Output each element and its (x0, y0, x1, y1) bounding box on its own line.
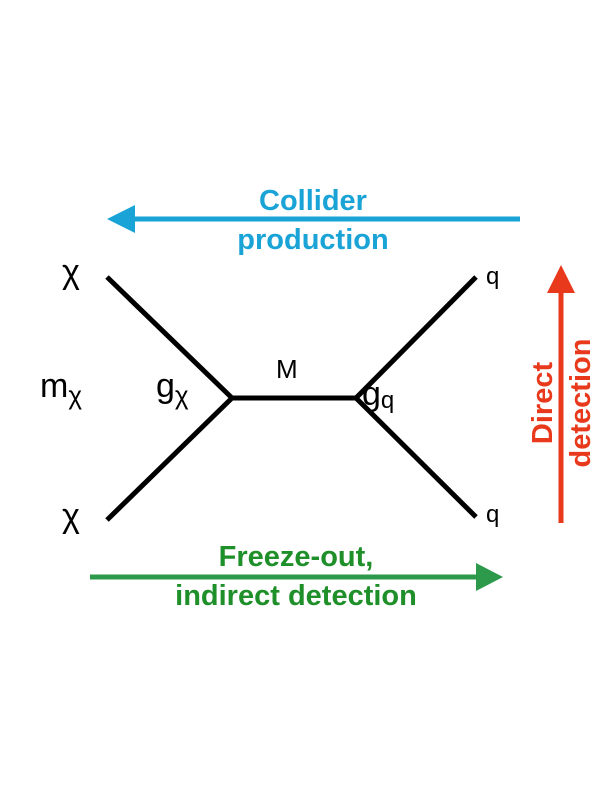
quark-line-bottom (354, 396, 478, 519)
freezeout-label-line2: indirect detection (175, 580, 417, 612)
dm-mass-label: mχ (40, 367, 82, 410)
direct-detection-label: Direct detection (527, 339, 597, 468)
q-bottom-label: q (486, 501, 499, 528)
collider-label-line2: production (237, 224, 388, 256)
direct-label-line1: Direct (527, 362, 559, 445)
collider-arrow (107, 205, 520, 233)
diagram-lines (105, 275, 478, 522)
q-top-label: q (486, 263, 499, 290)
chi-top-label: χ (62, 253, 80, 291)
direct-label-line2: detection (565, 339, 597, 468)
collider-label-line1: Collider (259, 185, 367, 217)
freezeout-label-line1: Freeze-out, (219, 541, 374, 573)
quark-coupling-label: gq (362, 375, 394, 414)
dm-line-top (105, 275, 234, 400)
dm-coupling-label: gχ (156, 367, 189, 410)
dm-line-bottom (105, 396, 234, 522)
chi-bottom-label: χ (62, 497, 80, 535)
direct-detection-arrow (547, 265, 575, 523)
quark-line-top (354, 275, 478, 400)
mediator-label: M (276, 354, 298, 384)
freezeout-arrow (90, 563, 503, 591)
